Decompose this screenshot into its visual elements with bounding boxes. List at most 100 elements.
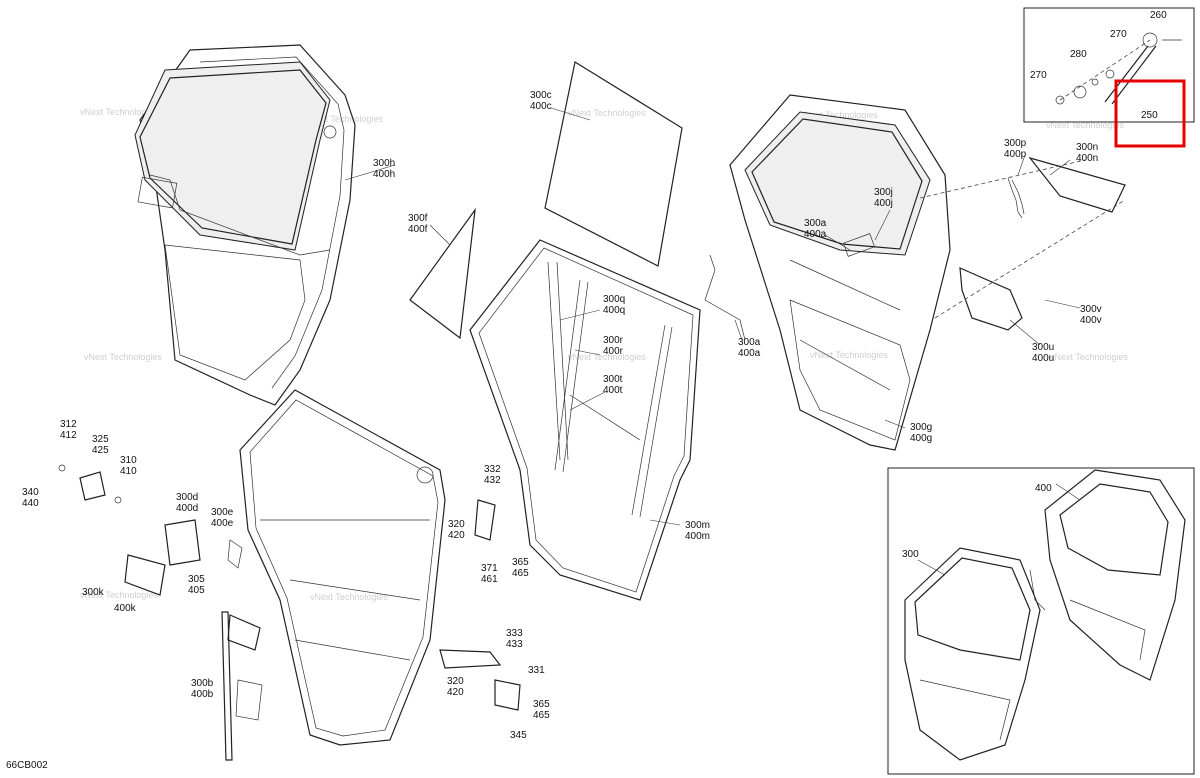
inner-handle-cover xyxy=(959,267,1023,331)
callout: 425 xyxy=(92,445,109,456)
callout: 300h xyxy=(373,158,395,169)
triangle-glass-panel xyxy=(409,207,476,340)
callout: 400q xyxy=(603,305,625,316)
watermark: vNext Technologies xyxy=(305,114,383,124)
callout: 300 xyxy=(902,549,919,560)
callout: 400t xyxy=(603,385,623,396)
latch-brackets xyxy=(439,499,521,711)
watermark: vNext Technologies xyxy=(80,107,158,117)
callout: 440 xyxy=(22,498,39,509)
watermark: vNext Technologies xyxy=(800,110,878,120)
callout: 365 xyxy=(512,557,529,568)
callout: 400f xyxy=(408,224,428,235)
callout: 400e xyxy=(211,518,234,529)
inset-hardware-view xyxy=(1023,7,1195,123)
callout: 300a xyxy=(804,218,827,229)
callout: 465 xyxy=(533,710,550,721)
callout: 400v xyxy=(1080,315,1102,326)
callout: 400h xyxy=(373,169,395,180)
callout: 300c xyxy=(530,90,552,101)
callout: 300k xyxy=(82,587,105,598)
top-bracket xyxy=(1028,156,1126,213)
callout: 412 xyxy=(60,430,77,441)
callout: 300e xyxy=(211,507,234,518)
leader-lines xyxy=(344,107,1081,576)
callout: 300d xyxy=(176,492,198,503)
callout: 365 xyxy=(533,699,550,710)
callout: 400 xyxy=(1035,483,1052,494)
callout: 400a xyxy=(738,348,761,359)
watermarks: vNext Technologies vNext Technologies vN… xyxy=(80,107,1128,602)
callout: 250 xyxy=(1141,110,1158,121)
window-regulator xyxy=(221,611,263,761)
right-door-inner-panel xyxy=(729,94,951,451)
hinge-parts xyxy=(58,464,243,596)
callout: 405 xyxy=(188,585,205,596)
callout: 260 xyxy=(1150,10,1167,21)
callout: 400n xyxy=(1076,153,1098,164)
callout: 270 xyxy=(1110,29,1127,40)
inset-assembled-view xyxy=(887,467,1195,775)
door-seal-frame xyxy=(469,239,746,601)
callout: 300j xyxy=(874,187,893,198)
callout: 340 xyxy=(22,487,39,498)
callout: 433 xyxy=(506,639,523,650)
callout: 305 xyxy=(188,574,205,585)
callout: 300b xyxy=(191,678,214,689)
callout: 420 xyxy=(448,530,465,541)
callout: 465 xyxy=(512,568,529,579)
assembly-line xyxy=(919,159,1086,199)
callout: 270 xyxy=(1030,70,1047,81)
callout: 300m xyxy=(685,520,710,531)
callout: 300r xyxy=(603,335,624,346)
callout: 400r xyxy=(603,346,624,357)
callout: 331 xyxy=(528,665,545,676)
watermark: vNext Technologies xyxy=(310,592,388,602)
callout: 300n xyxy=(1076,142,1098,153)
callout: 371 xyxy=(481,563,498,574)
callout: 300v xyxy=(1080,304,1102,315)
watermark: vNext Technologies xyxy=(84,352,162,362)
watermark: vNext Technologies xyxy=(1050,352,1128,362)
callout: 400p xyxy=(1004,149,1027,160)
callout: 300g xyxy=(910,422,932,433)
callout: 333 xyxy=(506,628,523,639)
callout: 410 xyxy=(120,466,137,477)
callout: 400b xyxy=(191,689,214,700)
callout: 400d xyxy=(176,503,198,514)
diagram-code: 66CB002 xyxy=(6,760,48,771)
door-inner-frame xyxy=(239,389,446,746)
watermark: vNext Technologies xyxy=(1046,120,1124,130)
callout: 312 xyxy=(60,419,77,430)
callout: 325 xyxy=(92,434,109,445)
callout: 300u xyxy=(1032,342,1054,353)
callout: 300t xyxy=(603,374,623,385)
watermark: vNext Technologies xyxy=(810,350,888,360)
highlight-box xyxy=(1114,79,1186,148)
callout: 300q xyxy=(603,294,625,305)
callout: 310 xyxy=(120,455,137,466)
callout: 400a xyxy=(804,229,827,240)
watermark: vNext Technologies xyxy=(568,108,646,118)
callout: 345 xyxy=(510,730,527,741)
upper-glass-panel xyxy=(544,61,683,267)
callout: 420 xyxy=(447,687,464,698)
watermark: vNext Technologies xyxy=(568,352,646,362)
callout: 400m xyxy=(685,531,710,542)
callout-labels: 260 270 280 270 250 300p 400p 300n 400n … xyxy=(6,10,1167,771)
callout: 300p xyxy=(1004,138,1027,149)
assembly-line xyxy=(934,199,1126,319)
callout: 320 xyxy=(448,519,465,530)
callout: 332 xyxy=(484,464,501,475)
callout: 432 xyxy=(484,475,501,486)
callout: 400u xyxy=(1032,353,1054,364)
callout: 300a xyxy=(738,337,761,348)
callout: 280 xyxy=(1070,49,1087,60)
watermark: vNext Technologies xyxy=(80,590,158,600)
spring-part xyxy=(1007,177,1025,219)
callout: 400k xyxy=(114,603,137,614)
callout: 400j xyxy=(874,198,893,209)
callout: 400c xyxy=(530,101,552,112)
callout: 461 xyxy=(481,574,498,585)
